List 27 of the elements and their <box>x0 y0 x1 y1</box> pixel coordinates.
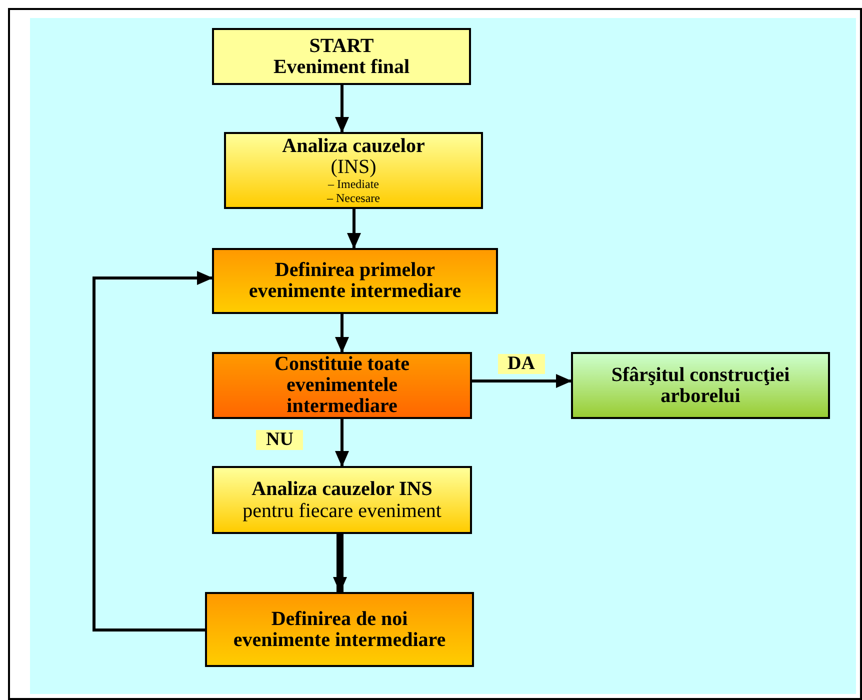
process-box <box>571 352 830 419</box>
arrow <box>347 209 361 249</box>
box-text: Analiza cauzelor INS pentru fiecare eveniment <box>242 478 442 522</box>
arrow <box>472 374 572 388</box>
process-box <box>212 352 472 419</box>
box-text: START <box>308 36 375 56</box>
process-box <box>212 28 471 85</box>
process-box <box>224 132 483 209</box>
box-text: – Imediate <box>328 177 379 191</box>
box-text: Definirea de noi evenimente intermediare <box>232 608 447 650</box>
box-text: Eveniment final <box>272 56 411 78</box>
arrow <box>335 314 349 353</box>
arrow <box>92 271 213 632</box>
process-box <box>205 592 474 667</box>
box-text: Sfârşitul construcţiei arborelui <box>610 364 791 406</box>
box-text: Analiza cauzelor <box>281 136 426 157</box>
arrow <box>333 534 347 593</box>
box-text: Constituie toate evenimentele intermediare <box>274 354 410 417</box>
box-text: (INS) <box>330 157 376 177</box>
arrow <box>335 419 349 467</box>
process-box <box>212 248 498 314</box>
box-text: – Necesare <box>327 191 380 205</box>
process-box <box>212 466 472 534</box>
edge-label: DA <box>498 354 545 374</box>
arrow <box>335 85 349 133</box>
box-text: Definirea primelor evenimente intermediare <box>248 260 462 302</box>
edge-label: NU <box>256 430 304 450</box>
